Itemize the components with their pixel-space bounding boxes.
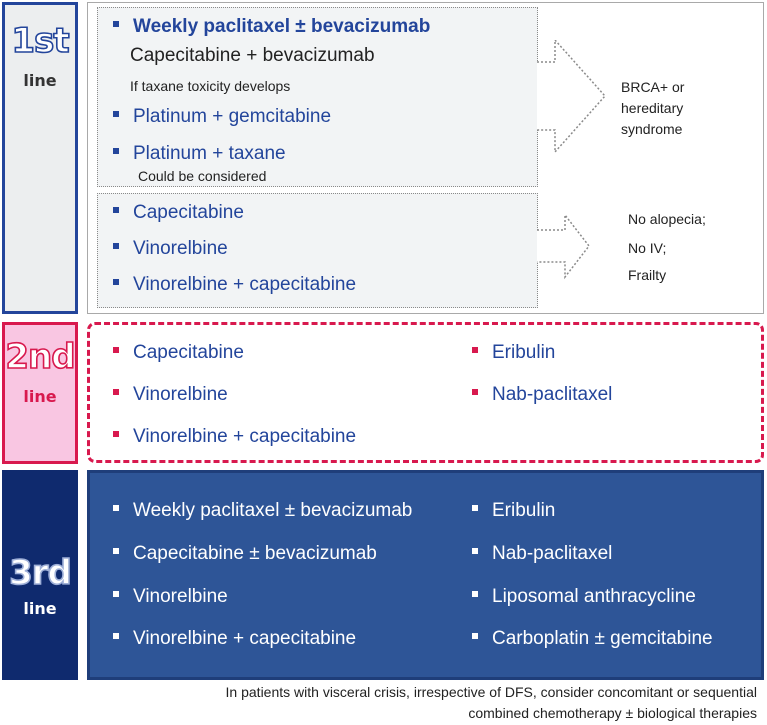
bullet-icon bbox=[113, 430, 119, 437]
note-text: Could be considered bbox=[138, 168, 267, 184]
list-item: Carboplatin ± gemcitabine bbox=[472, 628, 713, 650]
condition-text: hereditary bbox=[621, 100, 684, 116]
third-line-number: 3rd bbox=[8, 552, 72, 594]
list-item: Liposomal anthracycline bbox=[472, 586, 696, 608]
second-line-panel bbox=[87, 322, 764, 463]
list-item: Vinorelbine bbox=[113, 586, 228, 608]
list-item: Platinum + gemcitabine bbox=[113, 106, 331, 128]
list-item: Capecitabine bbox=[113, 342, 244, 364]
second-line-number: 2nd bbox=[5, 336, 77, 378]
list-item: Eribulin bbox=[472, 342, 555, 364]
list-item: Nab-paclitaxel bbox=[472, 384, 612, 406]
bullet-icon bbox=[113, 147, 119, 154]
first-line-label-box: 1st line bbox=[2, 2, 78, 314]
first-line-group-a bbox=[97, 7, 538, 187]
first-line-number: 1st bbox=[11, 20, 71, 62]
list-item: Vinorelbine + capecitabine bbox=[113, 628, 356, 650]
list-item: Capecitabine bbox=[113, 202, 244, 224]
condition-text: Frailty bbox=[628, 267, 667, 283]
list-item: Vinorelbine + capecitabine bbox=[113, 274, 356, 296]
bullet-icon bbox=[113, 206, 119, 213]
arrow-right-icon bbox=[537, 212, 590, 280]
third-line-word: line bbox=[23, 599, 57, 618]
bullet-icon bbox=[113, 388, 119, 395]
list-item: Eribulin bbox=[472, 500, 555, 522]
list-item: Vinorelbine bbox=[113, 238, 228, 260]
footnote-line-2: combined chemotherapy ± biological thera… bbox=[468, 705, 757, 721]
second-line-word: line bbox=[23, 387, 57, 406]
bullet-icon bbox=[113, 346, 119, 353]
bullet-icon bbox=[472, 547, 478, 554]
list-item-sub: Capecitabine + bevacizumab bbox=[130, 45, 375, 66]
list-item: Weekly paclitaxel ± bevacizumab bbox=[113, 16, 430, 38]
list-item: Platinum + taxane bbox=[113, 143, 286, 165]
condition-text: syndrome bbox=[621, 121, 683, 137]
bullet-icon bbox=[113, 504, 119, 511]
list-item: Weekly paclitaxel ± bevacizumab bbox=[113, 500, 412, 522]
first-line-word: line bbox=[23, 71, 57, 90]
bullet-icon bbox=[472, 590, 478, 597]
bullet-icon bbox=[472, 346, 478, 353]
list-item: Vinorelbine bbox=[113, 384, 228, 406]
bullet-icon bbox=[113, 278, 119, 285]
footnote-line-1: In patients with visceral crisis, irresp… bbox=[225, 684, 757, 700]
bullet-icon bbox=[472, 632, 478, 639]
condition-text: BRCA+ or bbox=[621, 79, 685, 95]
condition-text: No alopecia; bbox=[628, 211, 706, 227]
bullet-icon bbox=[472, 388, 478, 395]
list-item: Capecitabine ± bevacizumab bbox=[113, 543, 377, 565]
third-line-label-box: 3rd line bbox=[2, 470, 78, 680]
third-line-panel bbox=[87, 470, 764, 680]
bullet-icon bbox=[472, 504, 478, 511]
list-item: Nab-paclitaxel bbox=[472, 543, 612, 565]
bullet-icon bbox=[113, 110, 119, 117]
bullet-icon bbox=[113, 590, 119, 597]
second-line-label-box: 2nd line bbox=[2, 322, 78, 464]
condition-text: No IV; bbox=[628, 240, 667, 256]
bullet-icon bbox=[113, 547, 119, 554]
list-item: Vinorelbine + capecitabine bbox=[113, 426, 356, 448]
bullet-icon bbox=[113, 242, 119, 249]
note-text: If taxane toxicity develops bbox=[130, 78, 291, 94]
bullet-icon bbox=[113, 632, 119, 639]
arrow-right-icon bbox=[537, 40, 607, 154]
first-line-group-b bbox=[97, 193, 538, 308]
bullet-icon bbox=[113, 20, 119, 27]
